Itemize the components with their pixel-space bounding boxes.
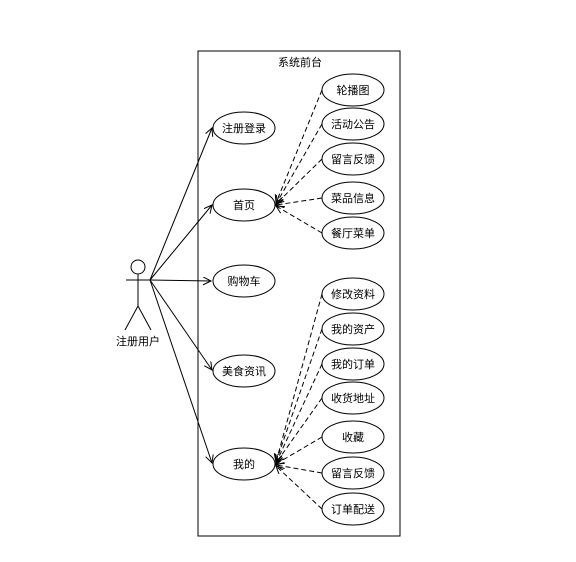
extend-assets [276,328,323,462]
extend-notice [276,123,323,204]
use-case-menu-label: 餐厅菜单 [331,226,375,240]
use-case-address: 收货地址 [321,381,385,415]
extend-profile [276,293,323,462]
use-case-profile: 修改资料 [321,277,385,311]
mine-extension-use-cases: 修改资料 我的资产 我的订单 收货地址 收藏 留言反馈 订单配送 [321,277,385,526]
use-case-feedback-home-label: 留言反馈 [331,153,375,166]
association-cart [149,280,211,281]
actor-head [130,259,146,275]
use-case-home: 首页 [212,188,276,222]
use-case-carousel-label: 轮播图 [337,83,370,97]
use-case-feedback-home: 留言反馈 [321,142,385,176]
use-case-notice-label: 活动公告 [331,118,375,131]
extend-feedback1 [276,158,323,204]
use-case-feedback-mine-label: 留言反馈 [331,467,375,480]
use-case-feedback-mine: 留言反馈 [321,456,385,490]
use-case-delivery: 订单配送 [321,492,385,526]
actor-registered-user: 注册用户 [116,259,160,348]
system-title: 系统前台 [278,55,322,69]
association-food [149,279,212,370]
associations [149,128,212,463]
home-extend-dependencies [276,89,323,234]
actor-right-leg [137,305,152,331]
actor-label: 注册用户 [116,334,160,348]
use-case-orders-label: 我的订单 [331,357,375,371]
actor-left-leg [124,305,139,331]
use-case-delivery-label: 订单配送 [331,502,375,516]
use-case-cart: 购物车 [212,264,276,298]
use-case-login: 注册登录 [212,111,276,145]
use-case-assets-label: 我的资产 [331,322,375,336]
system-boundary: 系统前台 [197,50,401,537]
extend-favorites [276,436,323,464]
use-case-home-label: 首页 [233,198,255,212]
use-case-cart-label: 购物车 [228,274,261,288]
use-case-dishinfo: 菜品信息 [321,181,385,215]
use-case-carousel: 轮播图 [321,73,385,107]
use-case-profile-label: 修改资料 [331,287,375,301]
use-case-dishinfo-label: 菜品信息 [331,191,375,205]
extend-delivery [276,466,323,510]
use-case-mine-label: 我的 [233,457,255,471]
extend-carousel [276,89,323,203]
association-home [149,205,212,281]
extend-address [276,397,323,463]
extend-dishinfo [276,197,323,205]
use-case-login-label: 注册登录 [222,121,266,135]
extend-orders [276,363,323,463]
extend-feedback2 [276,465,323,474]
use-case-assets: 我的资产 [321,312,385,346]
use-case-orders: 我的订单 [321,347,385,381]
association-mine [149,279,212,463]
use-case-favorites-label: 收藏 [342,430,364,444]
mine-extend-dependencies [276,293,323,510]
use-case-food-label: 美食资讯 [222,364,266,378]
use-case-food: 美食资讯 [212,354,276,388]
extend-menu [276,206,323,234]
use-case-menu: 餐厅菜单 [321,216,385,250]
use-case-address-label: 收货地址 [331,391,375,405]
primary-use-cases: 注册登录 首页 购物车 美食资讯 我的 [212,111,276,481]
association-login [149,128,212,281]
use-case-favorites: 收藏 [321,420,385,454]
use-case-mine: 我的 [212,447,276,481]
home-extension-use-cases: 轮播图 活动公告 留言反馈 菜品信息 餐厅菜单 [321,73,385,250]
use-case-notice: 活动公告 [321,107,385,141]
